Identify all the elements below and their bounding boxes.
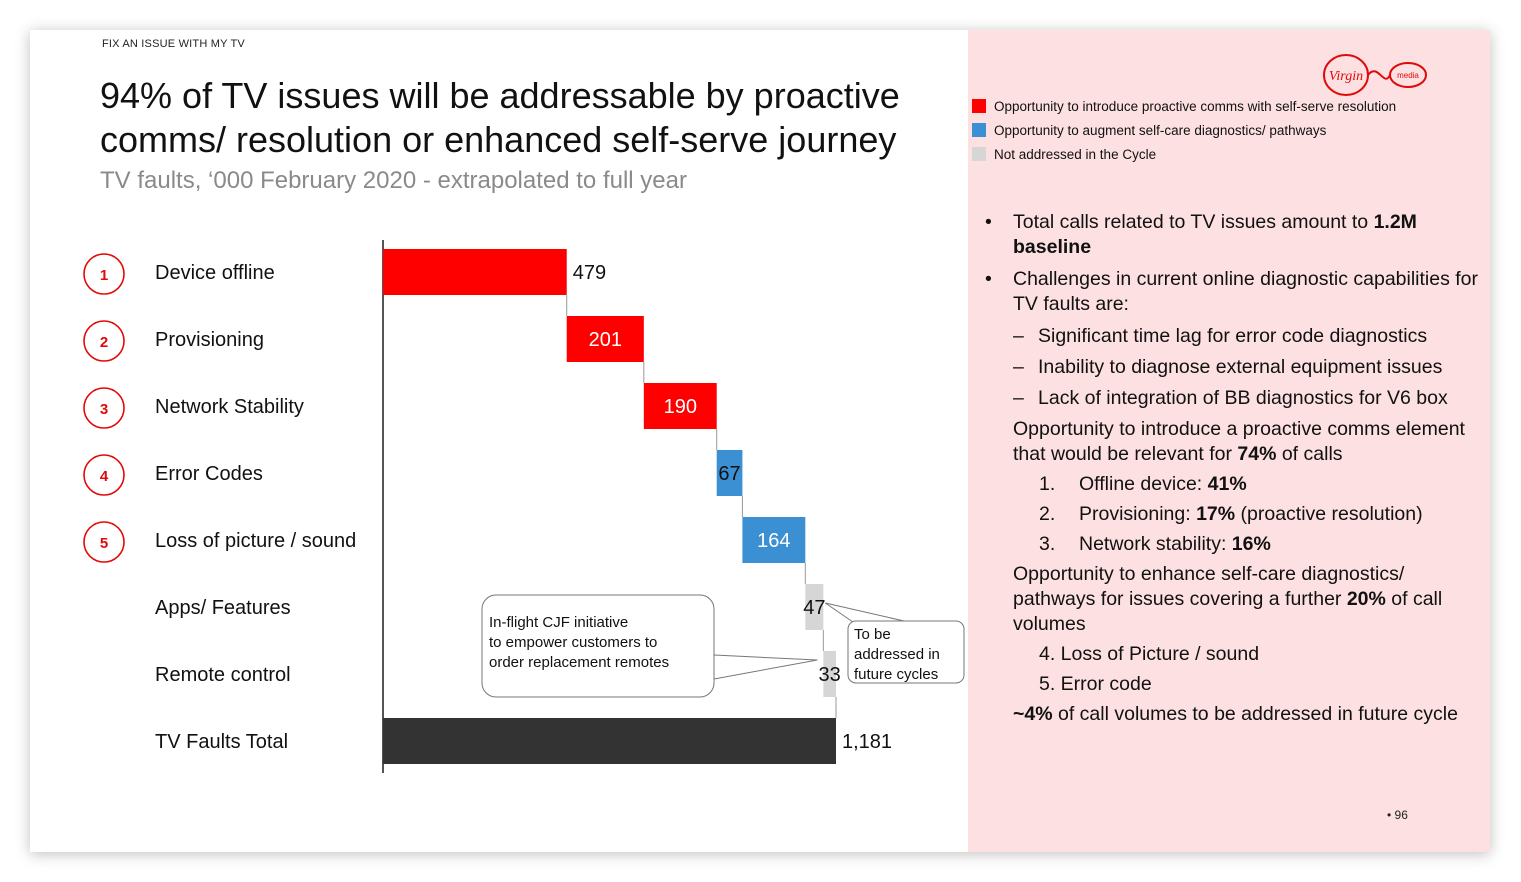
paragraph-proactive: Opportunity to introduce a proactive com… (1013, 418, 1465, 465)
waterfall-chart: 1 Device offline 479 2 Provisioning 201 3 Netwo… (83, 240, 965, 773)
callout-pointer (713, 654, 818, 680)
bar-value-label: 47 (803, 597, 825, 619)
legend-label-red: Opportunity to introduce proactive comms… (994, 98, 1397, 114)
category-label: Loss of picture / sound (155, 530, 356, 552)
category-label: Device offline (155, 262, 275, 284)
bullet-challenges: • Challenges in current online diagnosti… (985, 267, 1480, 317)
bullet-total-calls-bold: 1.2M baseline (1013, 211, 1417, 258)
virgin-media-logo-icon: Virgin media (1323, 54, 1427, 96)
bar-grey (805, 584, 824, 630)
legend-item-red: Opportunity to introduce proactive comms… (972, 94, 1396, 118)
bar-value-label: 67 (718, 463, 740, 485)
bar-total (383, 718, 836, 764)
category-marker-circle (83, 320, 125, 362)
dash-item: –Inability to diagnose external equipmen… (1013, 356, 1443, 378)
bullet-total-calls: • Total calls related to TV issues amoun… (985, 210, 1480, 260)
bar-blue (716, 450, 743, 496)
callout-box-future (847, 620, 965, 684)
category-label: Network Stability (155, 396, 304, 418)
dash-item: –Significant time lag for error code dia… (1013, 325, 1428, 347)
dash-item-text: Significant time lag for error code diag… (1038, 325, 1428, 347)
callout-pointer (825, 602, 905, 622)
bar-value-label: 1,181 (842, 731, 892, 753)
category-label: TV Faults Total (155, 731, 288, 753)
category-marker-number: 2 (100, 334, 108, 351)
slide-subtitle: TV faults, ‘000 February 2020 - extrapol… (100, 167, 687, 194)
numbered-item: 2.Provisioning: 17% (proactive resolutio… (1039, 503, 1423, 525)
bar-value-label: 164 (757, 530, 790, 552)
paragraph-future: ~4% of call volumes to be addressed in f… (1013, 703, 1458, 725)
bullet-dot: • (985, 268, 992, 290)
bar-red (383, 249, 567, 295)
category-marker-circle (83, 454, 125, 496)
slide: FIX AN ISSUE WITH MY TV 94% of TV issues… (30, 30, 1490, 852)
page-number: • 96 (1387, 808, 1408, 822)
chart-legend: Opportunity to introduce proactive comms… (972, 94, 1396, 166)
sub-item: 4. Loss of Picture / sound (1039, 643, 1260, 665)
legend-swatch-grey (972, 147, 986, 161)
category-marker-number: 3 (100, 401, 108, 418)
dash-item: –Lack of integration of BB diagnostics f… (1013, 387, 1448, 409)
sub-item: 5. Error code (1039, 673, 1152, 695)
bar-value-label: 190 (664, 396, 697, 418)
logo-word-media: media (1397, 71, 1419, 80)
paragraph-selfcare: Opportunity to enhance self-care diagnos… (1013, 563, 1443, 635)
bar-grey (823, 651, 836, 697)
category-label: Provisioning (155, 329, 264, 351)
slide-title: 94% of TV issues will be addressable by … (100, 75, 900, 160)
category-marker-number: 1 (100, 267, 108, 284)
logo-word-virgin: Virgin (1329, 69, 1363, 84)
category-label: Remote control (155, 664, 291, 686)
numbered-item: 3.Network stability: 16% (1039, 533, 1271, 555)
category-marker-circle (83, 387, 125, 429)
legend-swatch-blue (972, 123, 986, 137)
bullet-total-calls-text: Total calls related to TV issues amount … (1013, 211, 1374, 233)
bar-red (643, 383, 717, 429)
bar-value-label: 33 (819, 664, 841, 686)
category-marker-number: 4 (100, 468, 109, 485)
bar-value-label: 479 (573, 262, 606, 284)
bar-value-label: 201 (589, 329, 622, 351)
bar-red (566, 316, 644, 362)
legend-item-grey: Not addressed in the Cycle (972, 142, 1396, 166)
dash-item-text: Lack of integration of BB diagnostics fo… (1038, 387, 1448, 409)
legend-label-grey: Not addressed in the Cycle (994, 146, 1157, 162)
dash-item-text: Inability to diagnose external equipment… (1038, 356, 1443, 378)
section-kicker: FIX AN ISSUE WITH MY TV (102, 38, 245, 50)
summary-bullets: • Total calls related to TV issues amoun… (985, 210, 1480, 732)
category-label: Apps/ Features (155, 597, 291, 619)
bar-blue (742, 517, 806, 563)
callout-box-cjf (481, 594, 715, 698)
category-label: Error Codes (155, 463, 263, 485)
category-marker-number: 5 (100, 535, 108, 552)
legend-swatch-red (972, 99, 986, 113)
summary-panel (968, 30, 1490, 852)
category-marker-circle (83, 253, 125, 295)
category-marker-circle (83, 521, 125, 563)
bullet-challenges-text: Challenges in current online diagnostic … (1013, 268, 1479, 315)
bullet-dot: • (985, 211, 992, 233)
numbered-item: 1.Offline device: 41% (1039, 473, 1247, 495)
legend-item-blue: Opportunity to augment self-care diagnos… (972, 118, 1396, 142)
legend-label-blue: Opportunity to augment self-care diagnos… (994, 122, 1327, 138)
